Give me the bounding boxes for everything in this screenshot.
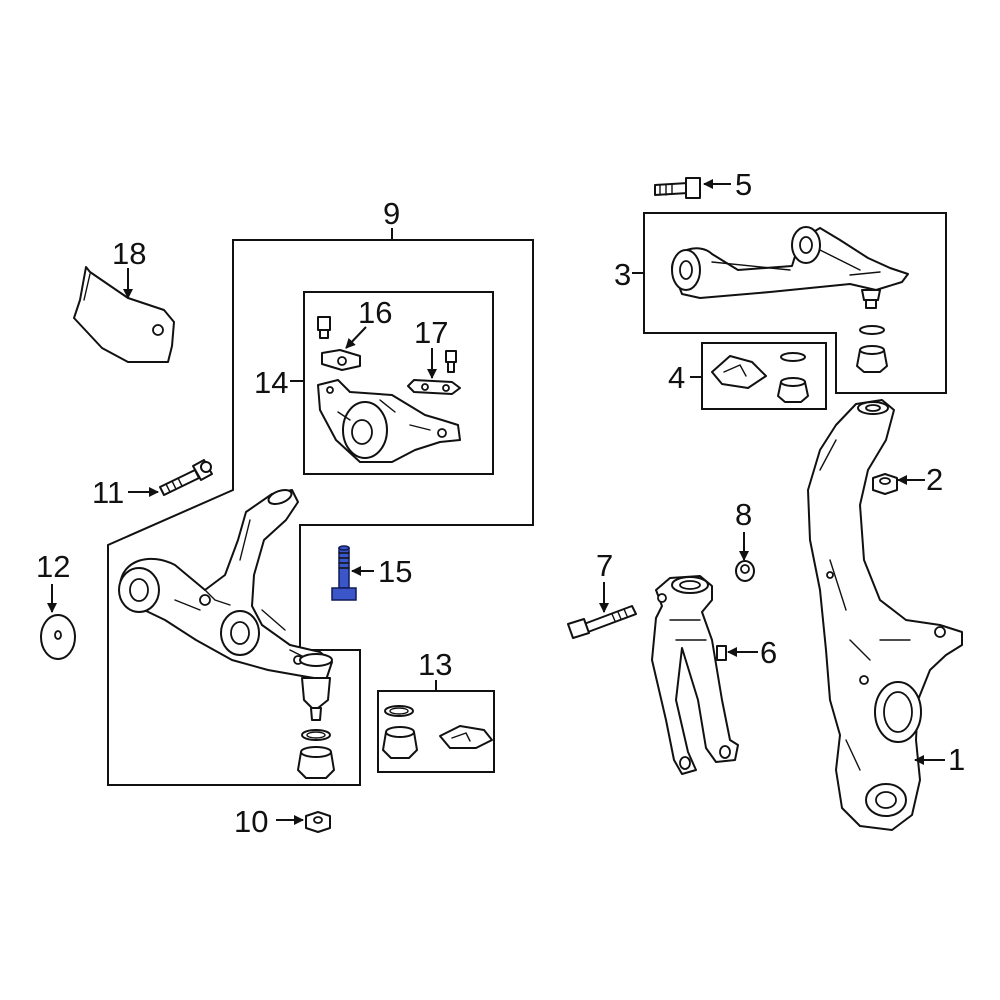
nut-part-2[interactable] (872, 473, 898, 495)
callout-2: 2 (926, 462, 943, 497)
callout-9: 9 (383, 196, 400, 231)
lower-control-arm-part-9[interactable] (118, 487, 333, 721)
nut-part-8[interactable] (735, 560, 755, 582)
fork-part-6[interactable] (651, 575, 739, 775)
bracket-part-17[interactable] (407, 350, 461, 395)
washer-part-12[interactable] (40, 614, 76, 660)
bolt-part-7[interactable] (567, 605, 637, 639)
bolt-part-15-highlighted[interactable] (331, 545, 357, 601)
callout-7: 7 (596, 548, 613, 583)
callout-10: 10 (234, 804, 268, 839)
leader-lines (47, 179, 945, 825)
callout-8: 8 (735, 497, 752, 532)
bracket-part-16[interactable] (321, 349, 361, 371)
callout-12: 12 (36, 549, 70, 584)
ball-joint-kit-part-4[interactable] (711, 325, 888, 403)
nut-part-10[interactable] (305, 811, 331, 833)
bolt-part-11[interactable] (159, 459, 213, 496)
callout-1: 1 (948, 742, 965, 777)
callout-17: 17 (414, 315, 448, 350)
callout-5: 5 (735, 167, 752, 202)
callout-13: 13 (418, 647, 452, 682)
callout-14: 14 (254, 365, 288, 400)
lower-arm-group-box (107, 239, 534, 786)
callout-16: 16 (358, 295, 392, 330)
bolt-part-5[interactable] (654, 177, 701, 199)
heat-shield-part-18[interactable] (73, 266, 175, 363)
callout-6: 6 (760, 635, 777, 670)
callout-3: 3 (614, 257, 631, 292)
ball-joint-kit-part-13[interactable] (297, 705, 493, 779)
upper-control-arm-part-3[interactable] (671, 226, 909, 309)
callout-11: 11 (92, 475, 124, 510)
callout-18: 18 (112, 236, 146, 271)
bushing-group-box (303, 291, 494, 475)
callout-labels: 1 2 3 4 5 6 7 8 9 10 11 12 13 14 15 16 1… (36, 167, 965, 839)
callout-4: 4 (668, 360, 685, 395)
steering-knuckle-part-1[interactable] (807, 399, 963, 831)
bushing-part-14[interactable] (317, 316, 461, 463)
upper-arm-group-box (643, 212, 947, 394)
callout-15: 15 (378, 554, 412, 589)
